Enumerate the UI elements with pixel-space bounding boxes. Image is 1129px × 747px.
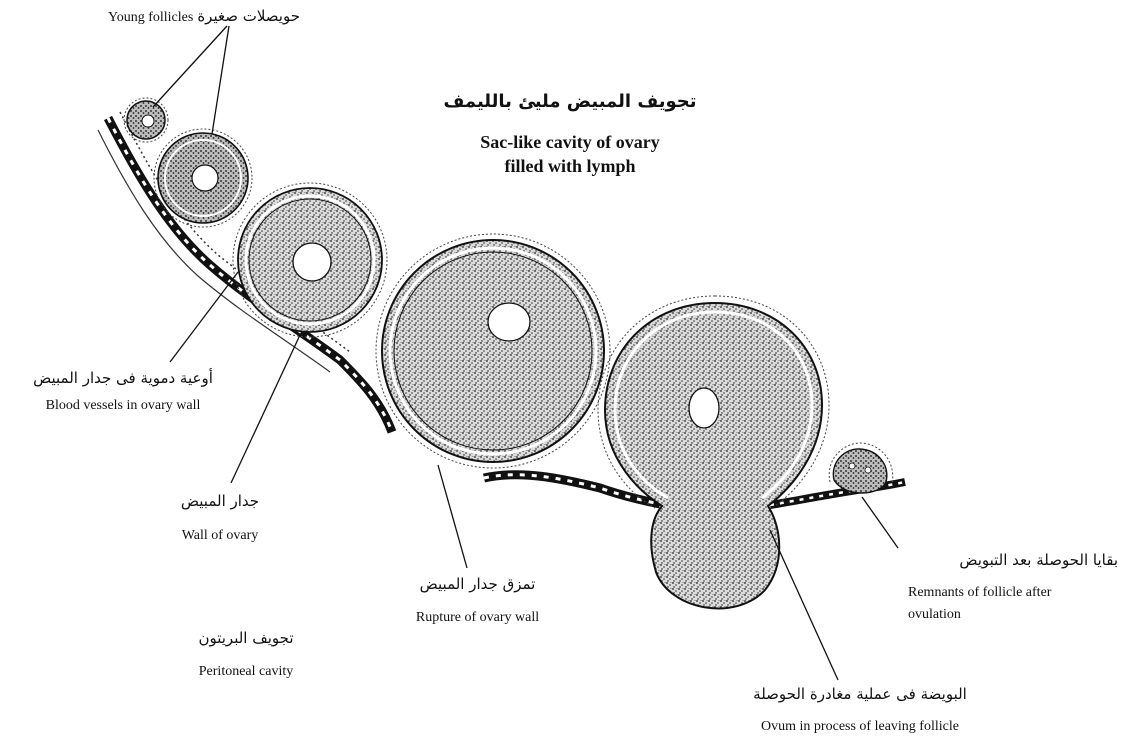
- young-follicles-arabic: حويصلات صغيرة: [197, 7, 300, 25]
- growing-follicle: [233, 183, 387, 337]
- title-english-line2: filled with lymph: [420, 156, 720, 177]
- leader-ovum: [770, 530, 838, 680]
- title-english-line1: Sac-like cavity of ovary: [420, 132, 720, 153]
- young-follicle-small: [124, 98, 168, 142]
- blood-vessels-arabic: أوعية دموية فى جدار المبيض: [8, 370, 238, 387]
- leader-remnants: [862, 497, 898, 548]
- leader-blood-vessels: [170, 272, 238, 362]
- rupture-english: Rupture of ovary wall: [390, 610, 565, 626]
- title-arabic: تجويف المبيض مليئ بالليمف: [420, 92, 720, 113]
- peritoneal-cavity-english: Peritoneal cavity: [176, 664, 316, 680]
- leader-young-follicles-2: [212, 26, 229, 134]
- peritoneal-cavity-arabic: تجويف البريتون: [176, 630, 316, 647]
- wall-of-ovary-arabic: جدار المبيض: [160, 493, 280, 510]
- remnants-english-line1: Remnants of follicle after: [908, 585, 1051, 601]
- leader-young-follicles-1: [153, 26, 227, 107]
- ovum-arabic: البويضة فى عملية مغادرة الحوصلة: [700, 686, 1020, 703]
- follicle-remnants: [829, 443, 893, 493]
- blood-vessels-english: Blood vessels in ovary wall: [8, 398, 238, 414]
- remnants-english-line2: ovulation: [908, 607, 961, 623]
- rupture-arabic: تمزق جدار المبيض: [390, 576, 565, 593]
- sac-like-cavity-follicle: [376, 234, 610, 468]
- leader-wall-of-ovary: [231, 335, 300, 483]
- young-follicles-english: Young follicles: [108, 10, 193, 25]
- wall-of-ovary-english: Wall of ovary: [160, 528, 280, 544]
- remnants-arabic: بقايا الحوصلة بعد التبويض: [908, 552, 1118, 569]
- rupturing-follicle: [598, 296, 829, 608]
- ovum-english: Ovum in process of leaving follicle: [700, 719, 1020, 735]
- leader-rupture: [438, 465, 467, 568]
- young-follicles-label: Young follicles حويصلات صغيرة: [108, 8, 300, 26]
